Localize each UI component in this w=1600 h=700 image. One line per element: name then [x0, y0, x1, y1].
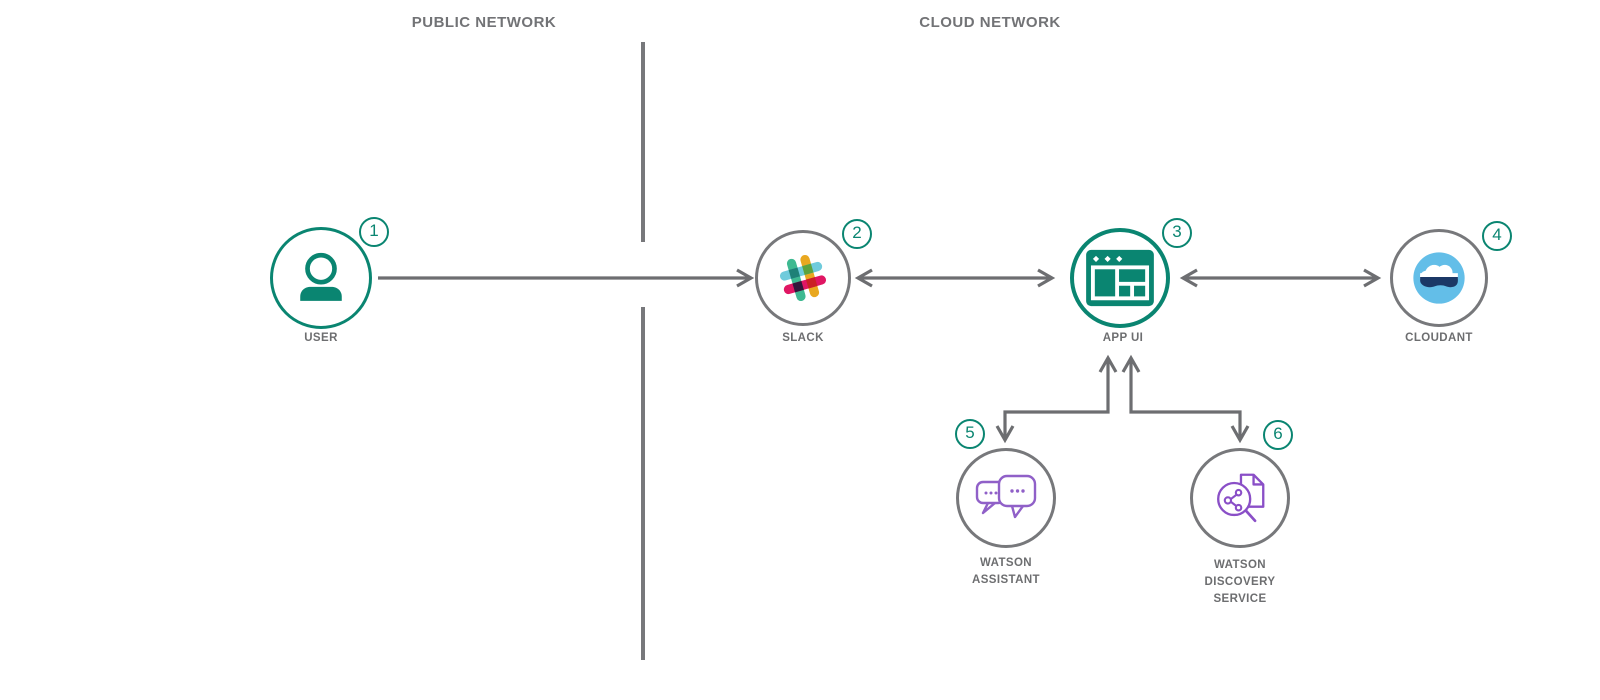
node-app-ui	[1070, 228, 1170, 328]
step-number: 5	[965, 423, 975, 442]
node-user	[270, 227, 372, 329]
browser-window-icon	[1086, 249, 1154, 307]
node-label-cloudant: CLOUDANT	[1405, 332, 1473, 344]
public-network-header: PUBLIC NETWORK	[411, 14, 557, 31]
step-badge-2: 2	[842, 219, 872, 249]
node-label-user: USER	[304, 332, 338, 344]
step-number: 4	[1492, 225, 1502, 244]
arrow-app-ui-watson-assistant	[995, 354, 1118, 444]
arrow-app-ui-cloudant	[1179, 268, 1382, 288]
step-number: 1	[369, 221, 379, 240]
arrow-slack-app-ui	[854, 268, 1056, 288]
network-divider-top	[641, 42, 645, 242]
arrow-app-ui-watson-discovery	[1121, 354, 1250, 444]
step-badge-5: 5	[955, 419, 985, 449]
cloudant-cloud-icon	[1413, 252, 1465, 304]
user-icon	[300, 252, 342, 301]
arrow-user-to-slack	[378, 268, 755, 288]
node-label-slack: SLACK	[782, 332, 824, 344]
step-badge-6: 6	[1263, 420, 1293, 450]
step-badge-1: 1	[359, 217, 389, 247]
cloud-network-header: CLOUD NETWORK	[919, 14, 1061, 31]
step-number: 2	[852, 223, 862, 242]
chat-bubbles-icon	[975, 474, 1037, 519]
slack-logo-icon	[779, 254, 827, 302]
node-label-app-ui: APP UI	[1102, 332, 1144, 344]
node-watson-discovery	[1190, 448, 1290, 548]
node-label-watson-assistant: WATSON ASSISTANT	[972, 557, 1040, 586]
step-badge-4: 4	[1482, 221, 1512, 251]
step-badge-3: 3	[1162, 218, 1192, 248]
node-cloudant	[1390, 229, 1488, 327]
step-number: 3	[1172, 222, 1182, 241]
node-slack	[755, 230, 851, 326]
network-divider-bottom	[641, 307, 645, 660]
node-watson-assistant	[956, 448, 1056, 548]
document-search-icon	[1217, 473, 1265, 523]
node-label-watson-discovery: WATSON DISCOVERY SERVICE	[1204, 559, 1276, 605]
step-number: 6	[1273, 424, 1283, 443]
